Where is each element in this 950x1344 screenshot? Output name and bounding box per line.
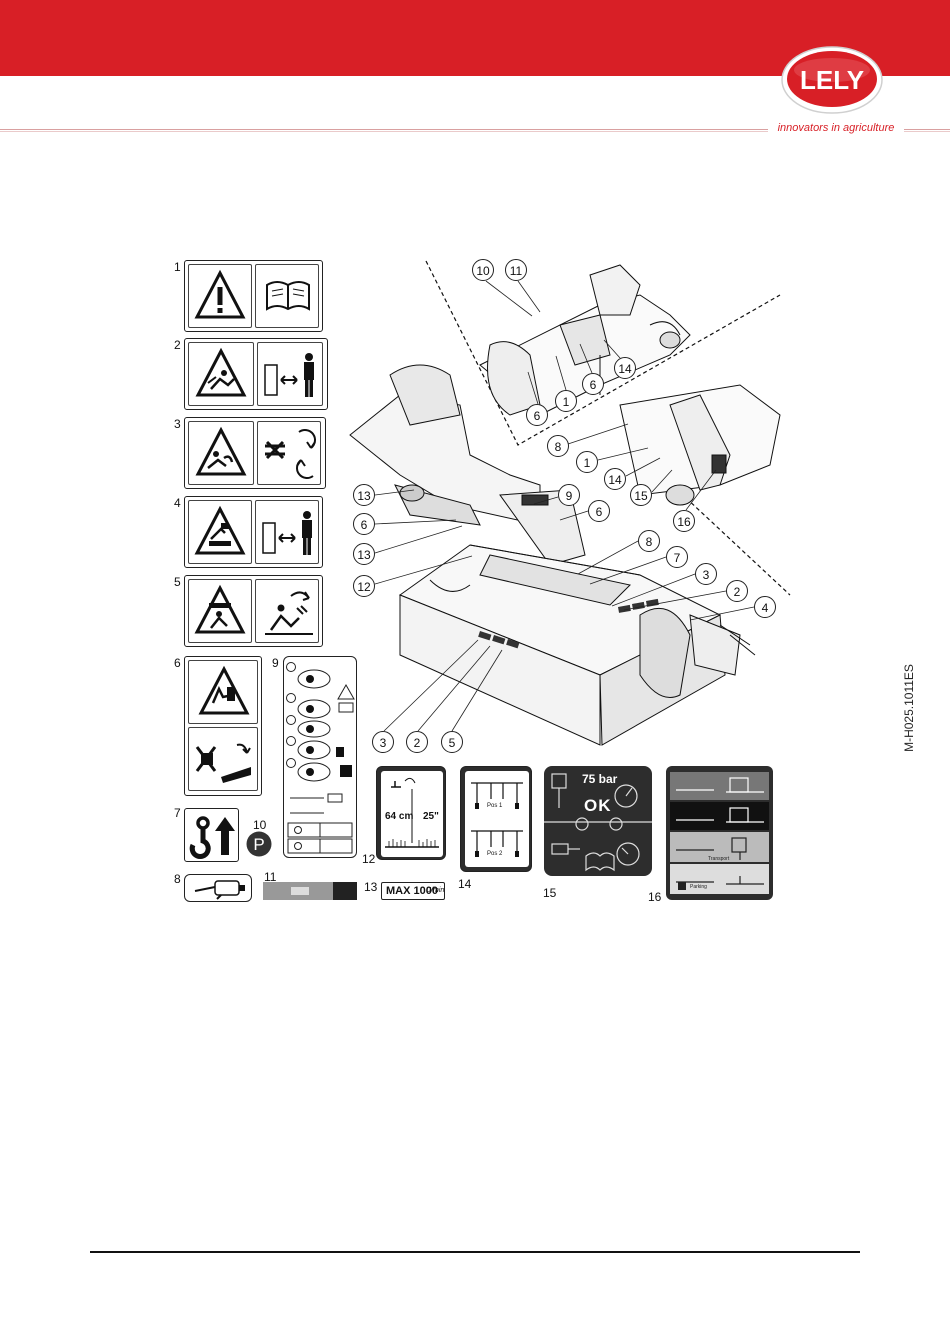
footer-rule xyxy=(90,1251,860,1253)
